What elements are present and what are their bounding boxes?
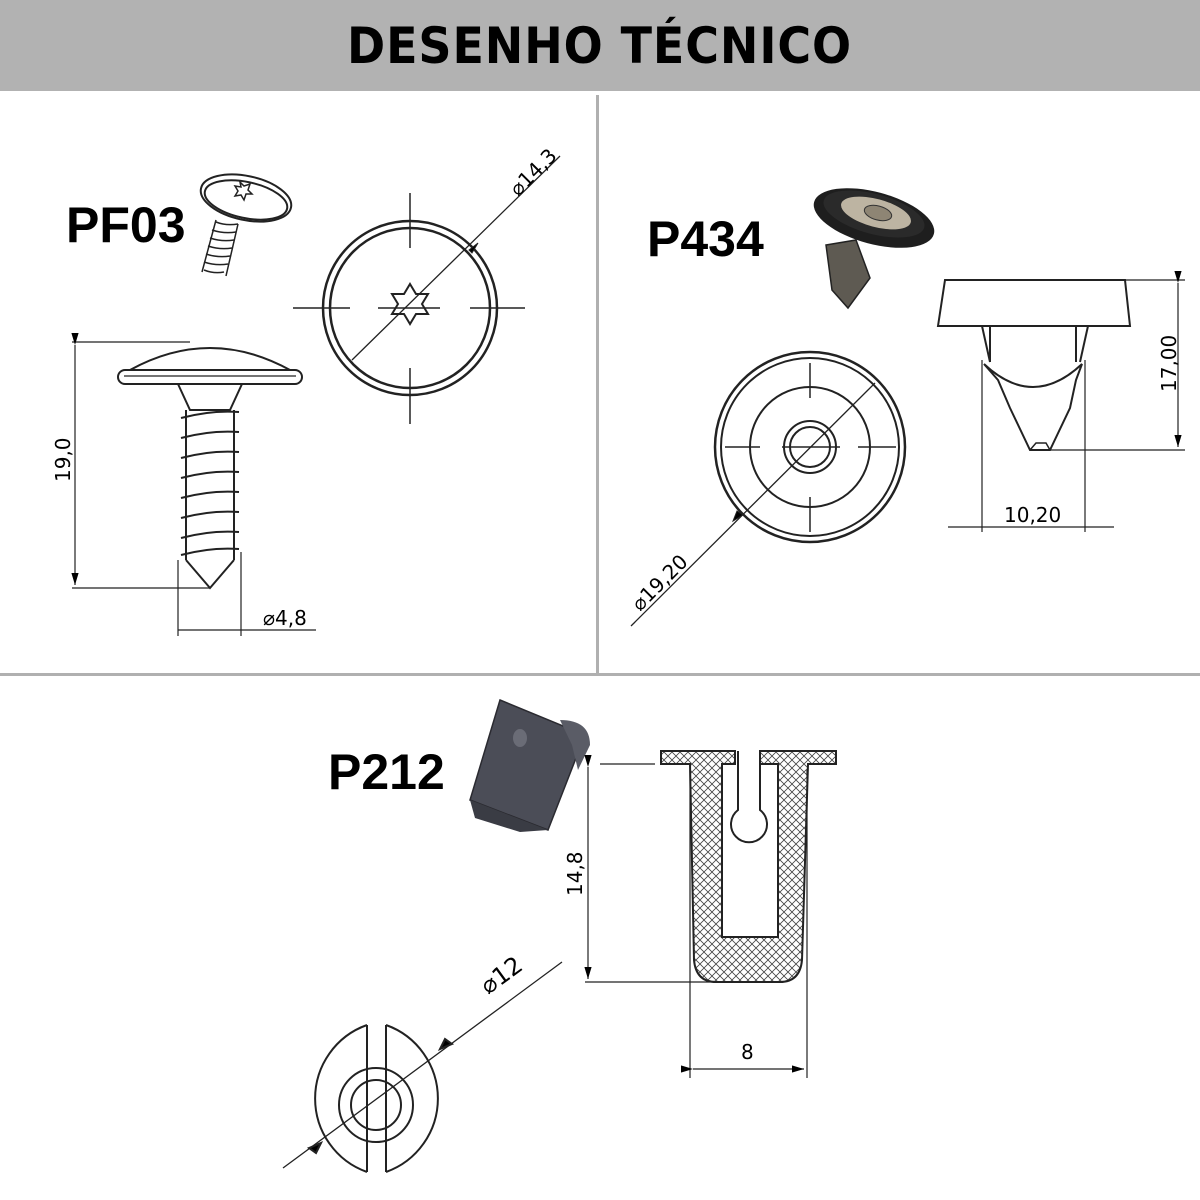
p434-head-diameter: ⌀19,20 (627, 550, 693, 616)
part-code-p212: P212 (328, 744, 445, 800)
pf03-thread-diameter: ⌀4,8 (263, 606, 307, 630)
p212-height: 14,8 (563, 851, 587, 896)
vertical-divider (596, 95, 599, 673)
p434-clip-icon (813, 188, 935, 310)
p434-height: 17,00 (1157, 335, 1181, 392)
p212-section-view (584, 750, 837, 1078)
part-code-pf03: PF03 (66, 197, 186, 253)
p434-width: 10,20 (1004, 503, 1061, 527)
part-code-p434: P434 (647, 211, 764, 267)
p212-clip-icon (469, 698, 590, 832)
p212-width: 8 (741, 1040, 754, 1064)
pf03-head-diameter: ⌀14,3 (505, 144, 562, 201)
pf03-screw-icon (199, 173, 293, 277)
pf03-length: 19,0 (51, 437, 75, 482)
p212-top-view (282, 961, 563, 1173)
page-title: DESENHO TÉCNICO (347, 16, 853, 75)
horizontal-divider (0, 673, 1200, 676)
pf03-top-view (293, 155, 561, 424)
pf03-side-view (71, 333, 316, 636)
header-banner: DESENHO TÉCNICO (0, 0, 1200, 91)
p434-side-view (936, 271, 1185, 532)
p434-top-view (630, 350, 907, 627)
